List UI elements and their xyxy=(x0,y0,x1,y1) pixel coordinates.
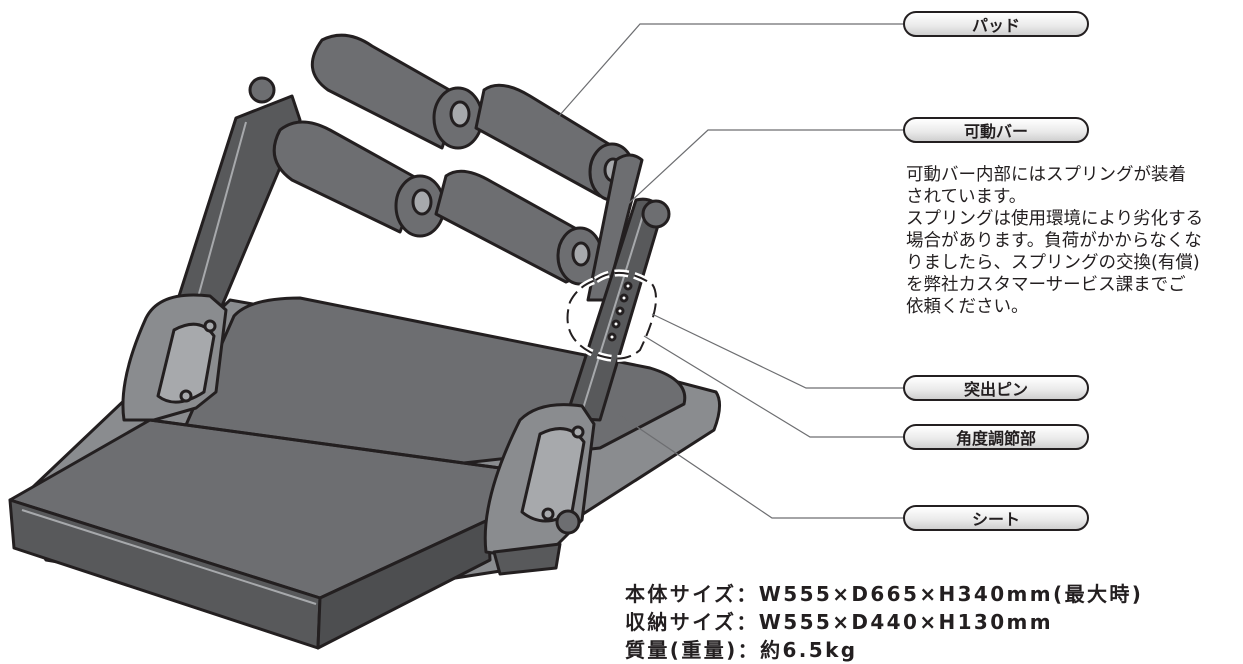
pad-upper-left xyxy=(310,33,462,150)
movable-bar-knob xyxy=(641,199,671,229)
note-line: 依頼ください。 xyxy=(906,297,1029,317)
note-line: 場合があります。負荷がかからなくな xyxy=(906,231,1202,251)
label-pad: パッド xyxy=(903,11,1089,37)
label-angle-adjuster: 角度調節部 xyxy=(903,424,1089,450)
leader-seat xyxy=(617,413,903,519)
label-pin: 突出ピン xyxy=(903,375,1089,401)
left-pivot-knob xyxy=(248,76,276,104)
adjust-hole-1 xyxy=(623,281,633,291)
left-bolt-2 xyxy=(179,389,193,403)
spring-note: 可動バー内部にはスプリングが装着 されています。 スプリングは使用環境により劣化… xyxy=(906,164,1243,318)
pin-callout-dashes-outline xyxy=(566,272,657,360)
movable-bar-highlight xyxy=(581,211,645,413)
note-line: りましたら、スプリングの交換(有償) xyxy=(906,253,1200,273)
note-line: スプリングは使用環境により劣化する xyxy=(906,209,1204,229)
spec-storage-size: 収納サイズ：W555×D440×H130mm xyxy=(625,610,1054,634)
right-foot xyxy=(492,542,562,576)
adjust-hole-2 xyxy=(619,293,629,303)
spec-list: 本体サイズ：W555×D665×H340mm(最大時) 収納サイズ：W555×D… xyxy=(625,580,1235,664)
seat-seam xyxy=(149,418,501,470)
label-seat: シート xyxy=(903,505,1089,531)
seat-front-highlight xyxy=(21,509,317,605)
right-bolt-2 xyxy=(541,507,555,521)
label-movable-bar: 可動バー xyxy=(903,117,1089,143)
adjust-hole-3 xyxy=(615,306,625,316)
leader-lines xyxy=(551,23,903,519)
leader-angle xyxy=(643,335,903,438)
note-line: を弊社カスタマーサービス課までご xyxy=(906,275,1186,295)
pad-upper-left-hole xyxy=(449,100,471,128)
adjust-hole-4 xyxy=(611,319,621,329)
leader-pad xyxy=(551,23,903,125)
left-bolt-1 xyxy=(203,319,217,333)
left-arm xyxy=(170,94,302,322)
pad-lower-right-hole xyxy=(571,241,591,267)
leader-movable-bar xyxy=(627,129,903,205)
pad-rollers xyxy=(272,33,636,286)
seat-front-side-right xyxy=(316,518,492,650)
note-line: されています。 xyxy=(906,187,1027,207)
adjust-hole-5 xyxy=(607,332,617,342)
right-pivot-knob xyxy=(555,509,581,535)
note-line: 可動バー内部にはスプリングが装着 xyxy=(906,165,1186,185)
spec-weight: 質量(重量)：約6.5kg xyxy=(625,638,858,662)
spec-body-size: 本体サイズ：W555×D665×H340mm(最大時) xyxy=(625,582,1144,606)
left-arm-edge xyxy=(193,121,247,313)
right-frame xyxy=(483,153,671,576)
pad-lower-left-hole xyxy=(411,188,433,216)
leader-pin xyxy=(651,313,903,389)
left-frame xyxy=(121,76,302,422)
right-bolt-1 xyxy=(571,425,585,439)
left-bracket-face xyxy=(156,322,216,404)
